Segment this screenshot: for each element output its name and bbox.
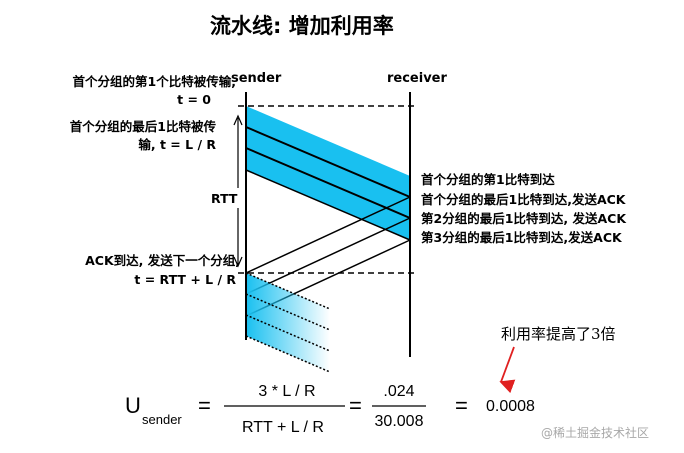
next-packet-edge	[245, 272, 331, 310]
receiver-label-2: 首个分组的最后1比特到达,发送ACK	[421, 192, 627, 207]
formula-numerator: 3 * L / R	[258, 383, 315, 400]
packet-divider	[245, 147, 411, 219]
formula-u: U	[125, 393, 141, 418]
next-packet-edge	[245, 293, 331, 331]
rtt-arrowhead-up	[233, 114, 243, 126]
receiver-label-4: 第3分组的最后1比特到达,发送ACK	[421, 230, 623, 245]
formula-eq-3: =	[455, 393, 468, 418]
packet-divider	[245, 126, 411, 198]
ack-line	[245, 196, 411, 274]
annotation-arrow	[499, 346, 516, 394]
receiver-header: receiver	[387, 71, 447, 86]
ack-line	[245, 217, 411, 295]
formula-den2: 30.008	[375, 413, 424, 430]
next-packet-edge	[245, 335, 331, 373]
next-packet-band	[246, 273, 330, 372]
formula-result: 0.0008	[486, 398, 535, 415]
ack-arrival-label-line1: ACK到达, 发送下一个分组,	[85, 253, 240, 268]
formula-denominator: RTT + L / R	[242, 419, 324, 436]
formula-num2: .024	[383, 383, 414, 400]
formula-eq-1: =	[198, 393, 211, 418]
page-title: 流水线: 增加利用率	[210, 14, 394, 38]
first-bit-label-line2: t = 0	[177, 92, 211, 107]
rtt-arrowhead-down	[233, 256, 243, 268]
sender-header: sender	[231, 71, 282, 86]
first-bit-label-line1: 首个分组的第1个比特被传输,	[73, 74, 236, 89]
watermark: @稀土掘金技术社区	[541, 425, 649, 440]
next-packet-edge	[245, 314, 331, 352]
formula-eq-2: =	[349, 393, 362, 418]
last-bit-label-line2: 输, t = L / R	[138, 137, 216, 152]
last-bit-label-line1: 首个分组的最后1比特被传	[70, 119, 217, 134]
packet-divider	[245, 169, 411, 241]
receiver-label-3: 第2分组的最后1比特到达, 发送ACK	[421, 211, 627, 226]
packet-band	[246, 106, 410, 240]
ack-arrival-label-line2: t = RTT + L / R	[134, 272, 236, 287]
receiver-label-1: 首个分组的第1比特到达	[421, 172, 555, 187]
utilization-annotation: 利用率提高了3倍	[501, 325, 616, 343]
rtt-label-bg	[209, 188, 241, 208]
rtt-label: RTT	[211, 191, 238, 206]
formula-u-sub: sender	[142, 412, 182, 427]
